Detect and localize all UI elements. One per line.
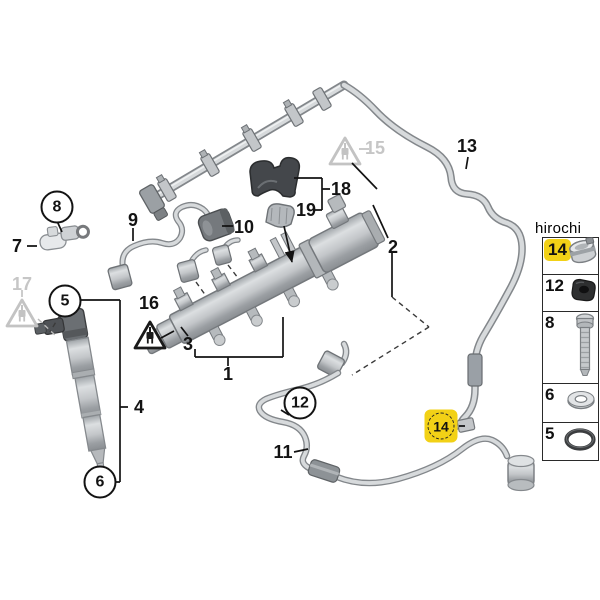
common-rail — [141, 194, 386, 355]
warning-triangle-15 — [328, 136, 362, 166]
sidebar-item-6[interactable]: 6 — [543, 384, 598, 423]
rubber-grommet-icon — [566, 277, 598, 310]
callout-3[interactable]: 3 — [182, 334, 194, 354]
fuel-line-13 — [340, 81, 526, 433]
sidebar-label-12: 12 — [545, 276, 564, 295]
callout-7[interactable]: 7 — [11, 236, 23, 256]
rail-studs — [208, 269, 339, 347]
callout-13[interactable]: 13 — [456, 136, 478, 156]
warning-triangle-16 — [133, 320, 167, 350]
washer-icon — [566, 388, 598, 419]
sidebar-item-12[interactable]: 12 — [543, 275, 598, 312]
sidebar-label-6: 6 — [545, 385, 555, 404]
callout-1[interactable]: 1 — [222, 364, 234, 384]
pressure-damper-10 — [197, 208, 235, 242]
callout-2[interactable]: 2 — [387, 237, 399, 257]
screw-bolt-icon — [570, 312, 598, 383]
callout-14[interactable]: 14 — [424, 409, 458, 443]
callout-11[interactable]: 11 — [273, 442, 293, 462]
sidebar-item-5[interactable]: 5 — [543, 423, 598, 460]
union-nut — [507, 454, 535, 492]
sidebar-item-14[interactable]: 14 — [543, 236, 598, 275]
sidebar-label-14: 14 — [544, 239, 571, 261]
sidebar-label-5: 5 — [545, 424, 555, 443]
pipe-sleeve — [307, 459, 341, 483]
callout-6[interactable]: 6 — [83, 465, 117, 499]
watermark: hirochi — [535, 220, 582, 237]
o-ring-icon — [562, 425, 598, 458]
fuel-pipe-11 — [307, 435, 535, 492]
sensor-7 — [39, 224, 90, 251]
warning-triangle-17 — [5, 298, 39, 328]
hose-clamp-icon — [568, 236, 598, 275]
callout-18[interactable]: 18 — [330, 179, 352, 199]
callout-15[interactable]: 15 — [364, 138, 386, 158]
fuel-injector — [33, 294, 107, 483]
line-sleeve — [467, 353, 483, 387]
callout-5[interactable]: 5 — [48, 284, 82, 318]
callout-9[interactable]: 9 — [127, 210, 139, 230]
injection-pipe-9 — [107, 201, 241, 291]
callout-16[interactable]: 16 — [138, 293, 160, 313]
highlight-ring: 14 — [427, 412, 455, 440]
callout-10[interactable]: 10 — [233, 217, 255, 237]
sidebar-label-8: 8 — [545, 313, 555, 332]
rail-ports — [172, 194, 350, 312]
callout-17[interactable]: 17 — [11, 274, 33, 294]
callout-19[interactable]: 19 — [295, 200, 317, 220]
callout-4[interactable]: 4 — [133, 397, 145, 417]
sidebar-item-8[interactable]: 8 — [543, 312, 598, 384]
bracket-18 — [249, 156, 301, 198]
thumbnail-panel: 14 12 — [542, 236, 599, 461]
callout-8[interactable]: 8 — [40, 190, 74, 224]
pipe-end-fitting — [139, 184, 168, 221]
leak-off-pipe — [139, 80, 349, 221]
leader-lines — [21, 148, 469, 483]
callout-12[interactable]: 12 — [283, 386, 317, 420]
